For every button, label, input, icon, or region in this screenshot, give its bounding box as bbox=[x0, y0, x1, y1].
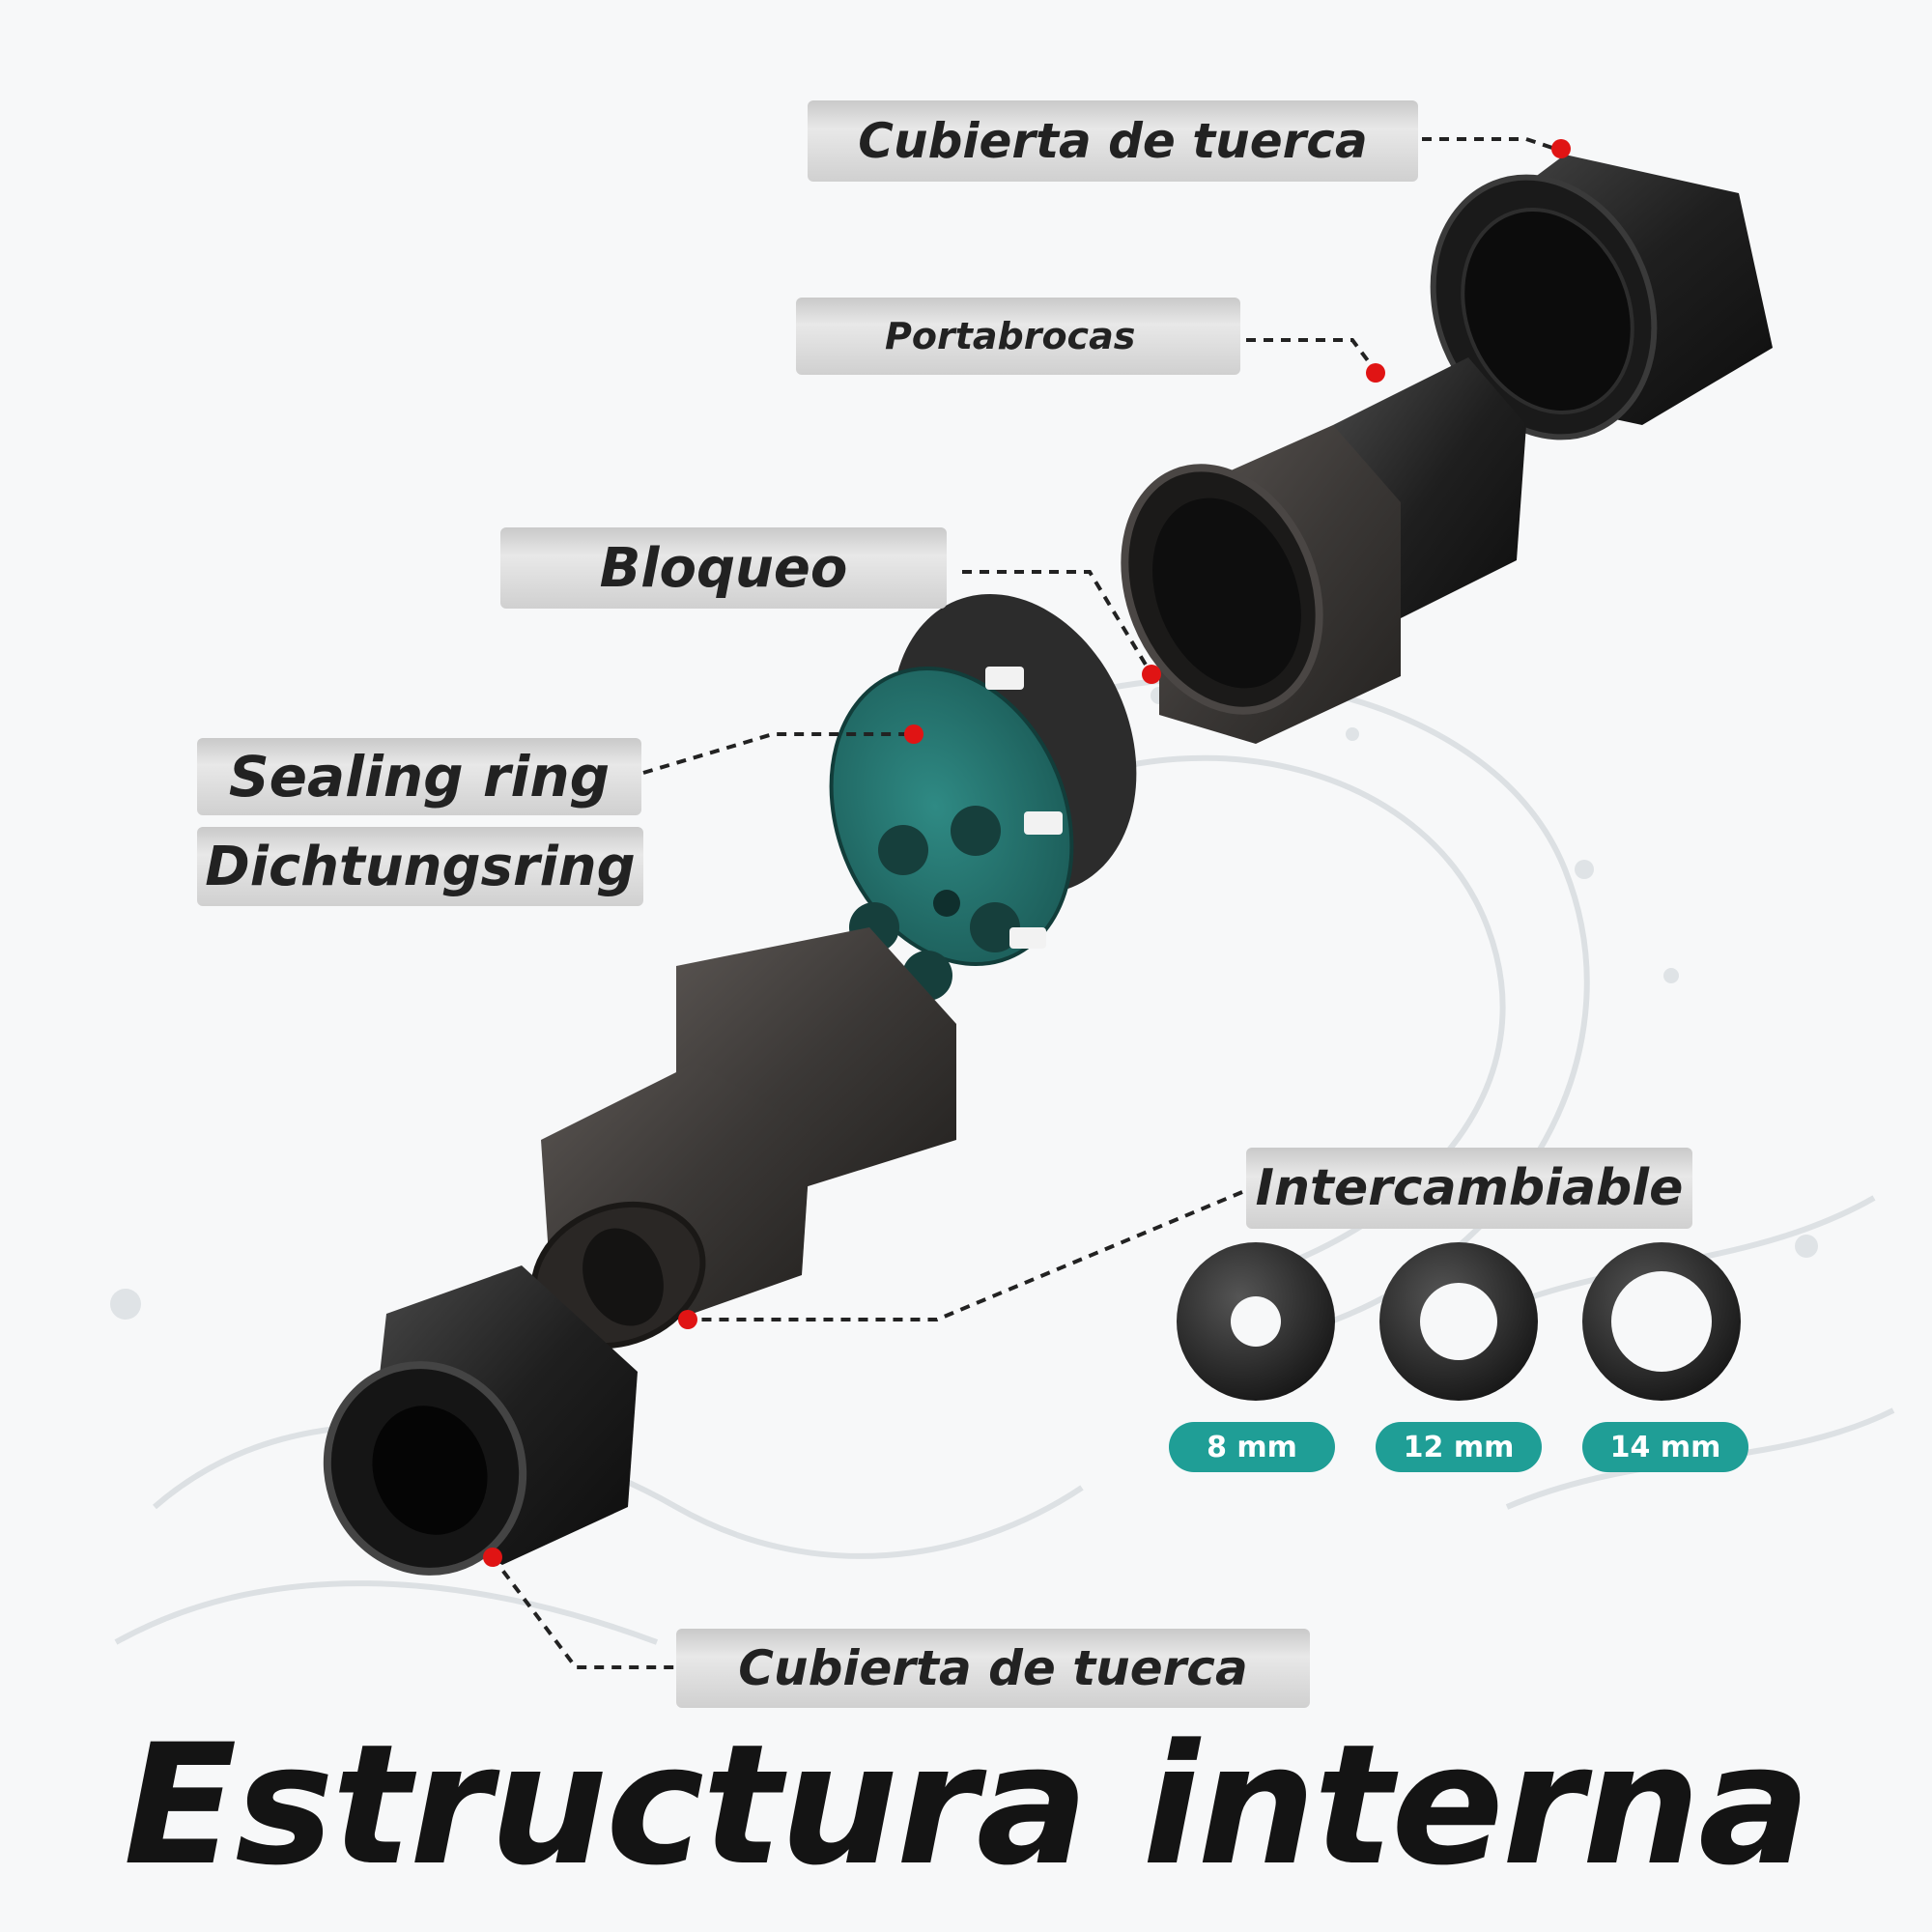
label-chuck: Portabrocas bbox=[796, 298, 1240, 375]
interchangeable-rings bbox=[1177, 1242, 1741, 1401]
leader-lines bbox=[491, 137, 1562, 1669]
nut-cover-bottom bbox=[323, 1265, 638, 1576]
label-sealing-ring: Sealing ring bbox=[197, 738, 641, 815]
label-sealing-ring-de: Dichtungsring bbox=[197, 827, 643, 906]
lock-sealing-core bbox=[829, 593, 1137, 1001]
chuck-upper-body bbox=[1121, 357, 1526, 744]
nut-cover-top bbox=[1430, 155, 1773, 440]
label-interchangeable: Intercambiable bbox=[1246, 1148, 1692, 1229]
marker-dots bbox=[483, 139, 1571, 1567]
chuck-lower-body bbox=[530, 927, 956, 1350]
label-nut-cover-bottom: Cubierta de tuerca bbox=[676, 1629, 1310, 1708]
label-lock: Bloqueo bbox=[500, 527, 947, 609]
size-badge-14mm: 14 mm bbox=[1582, 1422, 1748, 1472]
page-title: Estructura interna bbox=[123, 1707, 1810, 1902]
label-nut-cover-top: Cubierta de tuerca bbox=[808, 100, 1418, 182]
size-badge-12mm: 12 mm bbox=[1376, 1422, 1542, 1472]
size-badge-8mm: 8 mm bbox=[1169, 1422, 1335, 1472]
